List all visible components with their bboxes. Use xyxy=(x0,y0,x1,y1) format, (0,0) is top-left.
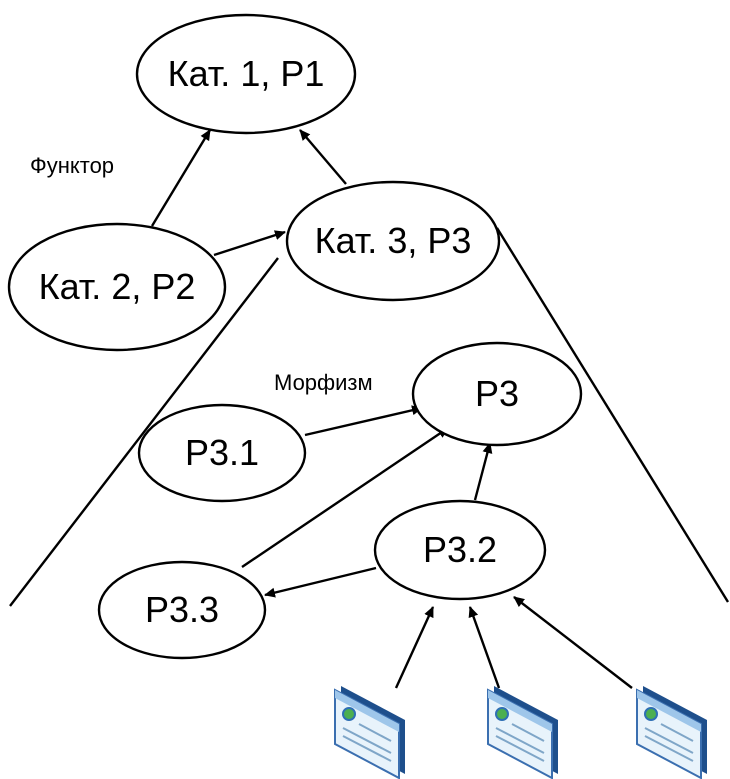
functor-arrow-cat3-cat1 xyxy=(299,129,347,185)
node-cat2-label: Кат. 2, Р2 xyxy=(39,266,196,307)
node-p32-label: Р3.2 xyxy=(423,529,497,570)
node-cat1-label: Кат. 1, Р1 xyxy=(168,53,325,94)
node-p33: Р3.3 xyxy=(97,560,267,660)
node-cat3-label: Кат. 3, Р3 xyxy=(315,220,472,261)
morphism-arrow-p31-p3 xyxy=(304,405,423,437)
morphism-arrow-p32-p33 xyxy=(264,566,377,598)
node-p3: Р3 xyxy=(411,341,583,447)
functor-arrow-cat2-cat3 xyxy=(213,230,286,257)
node-cat3: Кат. 3, Р3 xyxy=(285,180,501,302)
node-p33-label: Р3.3 xyxy=(145,589,219,630)
cone-right-line xyxy=(495,227,730,603)
node-cat1: Кат. 1, Р1 xyxy=(135,13,357,135)
functor-arrow-cat2-cat1 xyxy=(150,129,212,227)
web-page-icon xyxy=(487,686,558,779)
node-p31: Р3.1 xyxy=(137,403,307,503)
morphism-arrow-p33-p3 xyxy=(241,427,449,568)
morphism-arrow-p32-p3 xyxy=(473,442,493,501)
morphism-label: Морфизм xyxy=(274,370,373,395)
web-page-icon xyxy=(334,686,405,779)
functor-label: Функтор xyxy=(30,153,114,178)
node-p32: Р3.2 xyxy=(373,499,547,601)
page-arrow-3 xyxy=(513,596,633,689)
node-cat2: Кат. 2, Р2 xyxy=(7,222,227,352)
page-arrow-2 xyxy=(468,606,501,689)
cone-left-line xyxy=(9,257,279,607)
web-page-icon xyxy=(636,686,707,779)
page-arrow-1 xyxy=(394,606,435,689)
node-p31-label: Р3.1 xyxy=(185,432,259,473)
node-p3-label: Р3 xyxy=(475,373,519,414)
